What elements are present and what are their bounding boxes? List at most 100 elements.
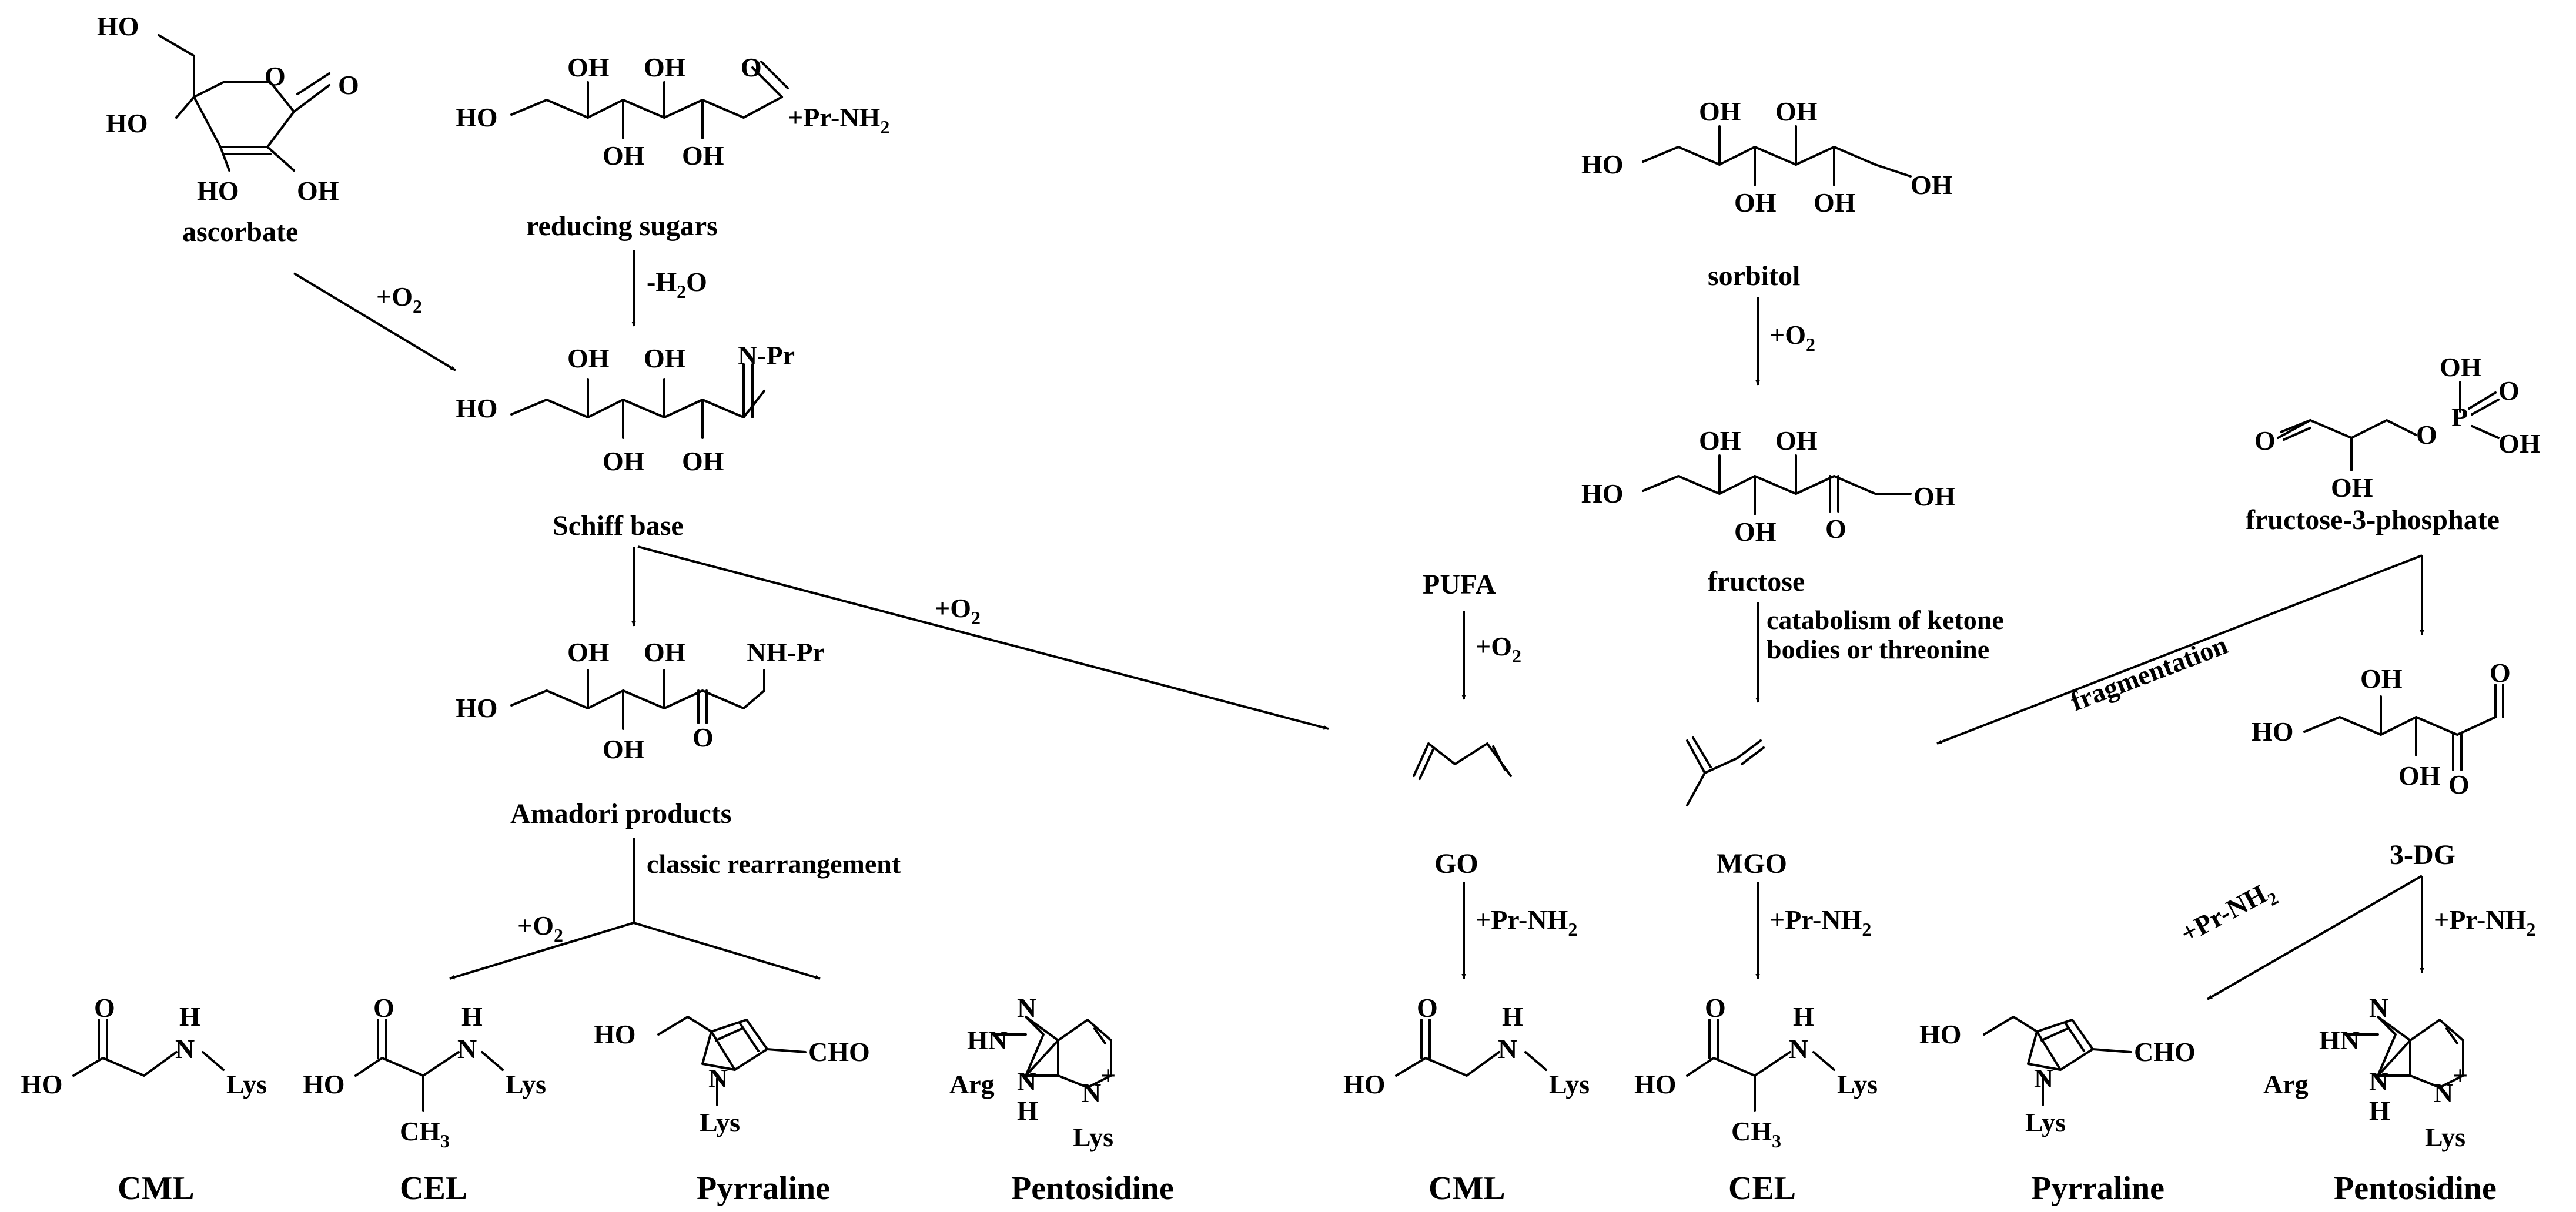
ascorbate-structure: HO HO O O HO OH ascorbate [97,11,359,247]
pentosidine-structure-left: HN Arg N N H N + Lys Pentosidine [949,993,1174,1207]
pyrraline-left-cho-label: CHO [808,1037,870,1067]
pentosidine-right-plus-label: + [2453,1060,2468,1090]
arrow-ascorbate-to-schiff [293,272,457,371]
arrow-3dg-to-pyrraline [2207,875,2423,1000]
pentosidine-left-name: Pentosidine [1011,1170,1174,1207]
pentosidine-left-plus-label: + [1100,1060,1116,1090]
arrow-schiff-to-go [637,545,1329,730]
sorbitol-o2-label: +O2 [1769,320,1815,355]
cel-right-h-label: H [1793,1002,1814,1032]
ascorbate-ho-label: HO [97,11,139,41]
f3p-oh-label: OH [2331,473,2373,503]
amadori-o2-label: +O2 [517,910,563,946]
cml-right-n-label: N [1498,1034,1517,1064]
pentosidine-left-hn-label: HN [967,1025,1008,1055]
cel-left-name: CEL [400,1170,467,1207]
arrow-to-cml-cel [449,922,634,980]
ascorbate-ho2-label: HO [106,108,148,138]
pyrraline-right-ho-label: HO [1919,1019,1962,1049]
ascorbate-o2-label: +O2 [376,282,422,317]
f3p-p-label: P [2451,402,2468,432]
schiff-npr-label: N-Pr [738,340,795,370]
pentosidine-right-name: Pentosidine [2334,1170,2497,1207]
sorbitol-oh3-label: OH [1734,188,1777,217]
schiff-oh2-label: OH [644,343,686,373]
f3p-o2-label: O [2498,376,2520,406]
pyrraline-left-n-label: N [708,1063,728,1093]
cml-left-o-label: O [94,993,115,1023]
fructose-oh2-label: OH [1775,426,1818,456]
pentosidine-left-arg-label: Arg [949,1069,995,1099]
pentosidine-right-hn-label: HN [2319,1025,2360,1055]
pyrraline-right-name: Pyrraline [2031,1170,2164,1207]
cel-right-o-label: O [1705,993,1726,1023]
fragmentation-label: fragmentation [2066,630,2232,717]
dg3-structure: HO OH OH O O 3-DG [2252,658,2511,871]
sorbitol-oh1-label: OH [1699,96,1741,126]
pyrraline-right-n-label: N [2034,1063,2053,1093]
cml-right-o-label: O [1417,993,1438,1023]
fructose-oh4-label: OH [1913,481,1956,511]
fructose3p-structure: O OH O P OH O OH fructose-3-phosphate [2246,352,2541,535]
cml-left-name: CML [118,1170,195,1207]
f3p-ester-o-label: O [2416,420,2437,450]
sorbitol-oh2-label: OH [1775,96,1818,126]
cel-right-name: CEL [1728,1170,1796,1207]
dg3-name: 3-DG [2390,839,2455,871]
cel-left-ho-label: HO [303,1069,345,1099]
cel-left-ch3-label: CH3 [400,1116,450,1151]
pyrraline-left-lys-label: Lys [700,1107,740,1137]
pentosidine-left-lys-label: Lys [1073,1122,1113,1152]
sugar-ho-label: HO [456,102,498,132]
pentosidine-right-h-label: H [2369,1096,2390,1126]
sorbitol-structure: HO OH OH OH OH OH sorbitol [1581,96,1953,292]
minus-h2o-label: -H2O [647,267,707,302]
sugar-prnh2-label: +Pr-NH2 [788,102,889,138]
cel-left-lys-label: Lys [506,1069,546,1099]
ascorbate-ring-o-label: O [265,61,286,91]
pentosidine-left-h-label: H [1017,1096,1038,1126]
pentosidine-left-n2-label: N [1017,1066,1036,1096]
sugar-oh3-label: OH [603,140,645,170]
sorbitol-name: sorbitol [1708,260,1800,292]
sugar-oh2-label: OH [644,52,686,82]
sorbitol-oh4-label: OH [1814,188,1856,217]
cml-right-lys-label: Lys [1549,1069,1590,1099]
amadori-oh3-label: OH [603,734,645,764]
sorbitol-ho-label: HO [1581,149,1624,179]
amadori-structure: HO OH OH OH O NH-Pr Amadori products [456,637,825,829]
cml-left-ho-label: HO [21,1069,63,1099]
cml-left-n-label: N [175,1034,195,1064]
cel-right-lys-label: Lys [1837,1069,1878,1099]
pyrraline-structure-left: HO N Lys CHO Pyrraline [594,1016,870,1207]
cml-right-h-label: H [1502,1002,1523,1032]
amadori-nhpr-label: NH-Pr [747,637,825,667]
sugar-aldehyde-o-label: O [741,52,762,82]
go-prnh2-label: +Pr-NH2 [1476,905,1577,940]
mgo-structure: MGO [1686,736,1787,879]
cel-right-ho-label: HO [1634,1069,1677,1099]
f3p-oh1-label: OH [2440,352,2482,382]
pyrraline-left-ho-label: HO [594,1019,636,1049]
f3p-oh2-label: OH [2498,428,2541,458]
fructose3p-name: fructose-3-phosphate [2246,504,2500,535]
arrow-f3p-to-mgo [1936,554,2423,745]
fructose-name: fructose [1708,566,1805,597]
go-structure: GO [1413,742,1512,879]
sorbitol-oh5-label: OH [1911,170,1953,200]
cel-left-h-label: H [461,1002,483,1032]
pyrraline-structure-right: HO N Lys CHO Pyrraline [1919,1016,2196,1207]
pentosidine-right-n1-label: N [2369,993,2388,1023]
dg3-oh1-label: OH [2360,664,2403,694]
cel-right-ch3-label: CH3 [1731,1116,1781,1151]
pentosidine-left-n1-label: N [1017,993,1036,1023]
ascorbate-ho3-label: HO [197,176,239,206]
mgo-prnh2-label: +Pr-NH2 [1769,905,1871,940]
fructose-oh3-label: OH [1734,517,1777,547]
pentosidine-right-lys-label: Lys [2425,1122,2465,1152]
reducing-sugars-structure: HO OH OH OH OH O +Pr-NH2 reducing sugars [456,52,889,242]
amadori-ho-label: HO [456,693,498,723]
sugar-oh1-label: OH [567,52,610,82]
dg3-prnh2-left-label: +Pr-NH2 [2176,875,2281,953]
